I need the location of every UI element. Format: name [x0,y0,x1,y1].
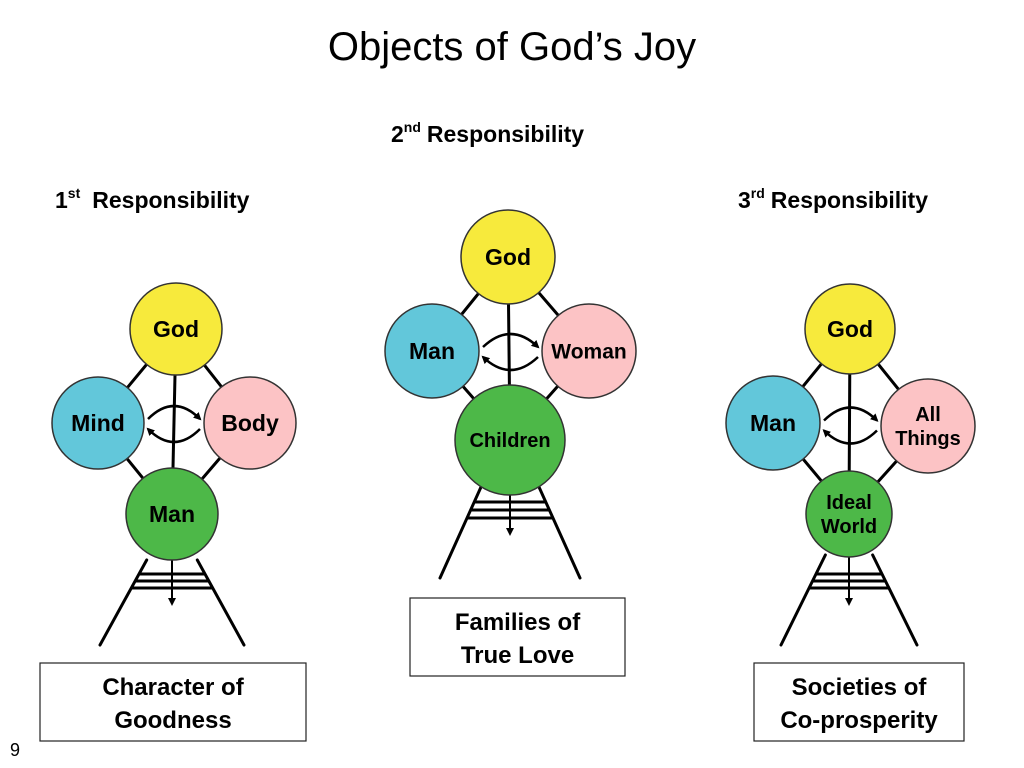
result-box-line: True Love [461,642,574,669]
result-box-first: Character of Goodness [39,662,307,742]
node-label: Things [895,428,961,450]
arrow-left-arc [146,427,201,444]
node-circle [384,303,480,399]
give-and-take-arrows [822,406,879,445]
tower-base [779,553,919,647]
node-circle [725,375,821,471]
node-bottom-first: Man [125,467,219,561]
node-label: Children [469,430,550,452]
tower-right-leg [534,478,582,580]
node-circle [460,209,556,305]
node-label: Body [221,410,279,436]
tower-base [438,478,582,580]
node-circle [880,378,976,474]
result-box-line: Goodness [114,707,231,734]
node-circle [129,282,223,376]
heading-third-superscript: rd [751,185,765,201]
tower-left-leg [779,553,827,647]
arrow-right-arc [482,332,540,349]
heading-first-superscript: st [68,185,81,201]
result-box-second: Families of True Love [409,597,626,677]
node-label: World [821,516,877,538]
node-circle [805,470,893,558]
node-left-second: Man [384,303,480,399]
tower-left-leg [98,558,149,647]
node-right-first: Body [203,376,297,470]
tower-right-leg [195,558,246,647]
node-circle [804,283,896,375]
node-circle [203,376,297,470]
tower-left-leg [438,478,486,580]
heading-third-responsibility: 3rd Responsibility [738,185,928,213]
node-label: Mind [71,410,125,436]
node-label: Man [409,338,455,364]
node-circle [454,384,566,496]
node-god-second: God [460,209,556,305]
slide-title: Objects of God’s Joy [328,25,696,69]
node-circle [541,303,637,399]
give-and-take-arrows [146,404,202,444]
node-circle [125,467,219,561]
arrow-right-arc [147,404,202,421]
node-label: God [153,316,199,342]
heading-second-label: Responsibility [427,121,584,147]
node-label: Man [149,501,195,527]
node-label: God [827,316,873,342]
heading-second-superscript: nd [404,119,421,135]
result-box-line: Co-prosperity [780,707,938,734]
result-box-line: Character of [102,674,244,701]
arrow-left-arc [481,355,539,372]
node-left-third: Man [725,375,821,471]
node-circle [51,376,145,470]
result-box-frame [39,662,307,742]
give-and-take-arrows [481,332,540,372]
heading-third-number: 3 [738,187,751,213]
node-label: Man [750,410,796,436]
tower-right-leg [871,553,919,647]
page-number: 9 [10,740,20,760]
heading-first-responsibility: 1st Responsibility [55,185,250,213]
heading-first-number: 1 [55,187,68,213]
heading-second-number: 2 [391,121,404,147]
heading-second-responsibility: 2nd Responsibility [391,119,584,147]
node-right-second: Woman [541,303,637,399]
node-left-first: Mind [51,376,145,470]
node-label: Woman [551,340,626,363]
result-box-line: Families of [455,609,581,636]
result-box-line: Societies of [792,674,928,701]
node-label: Ideal [826,492,872,514]
node-god-third: God [804,283,896,375]
result-box-frame [753,662,965,742]
node-god-first: God [129,282,223,376]
tower-base [98,558,246,647]
node-label: All [915,404,941,426]
result-box-frame [409,597,626,677]
heading-third-label: Responsibility [771,187,928,213]
heading-first-label: Responsibility [92,187,249,213]
arrow-right-arc [823,406,879,422]
node-label: God [485,244,531,270]
node-bottom-second: Children [454,384,566,496]
result-box-third: Societies of Co-prosperity [753,662,965,742]
arrow-left-arc [822,429,878,445]
